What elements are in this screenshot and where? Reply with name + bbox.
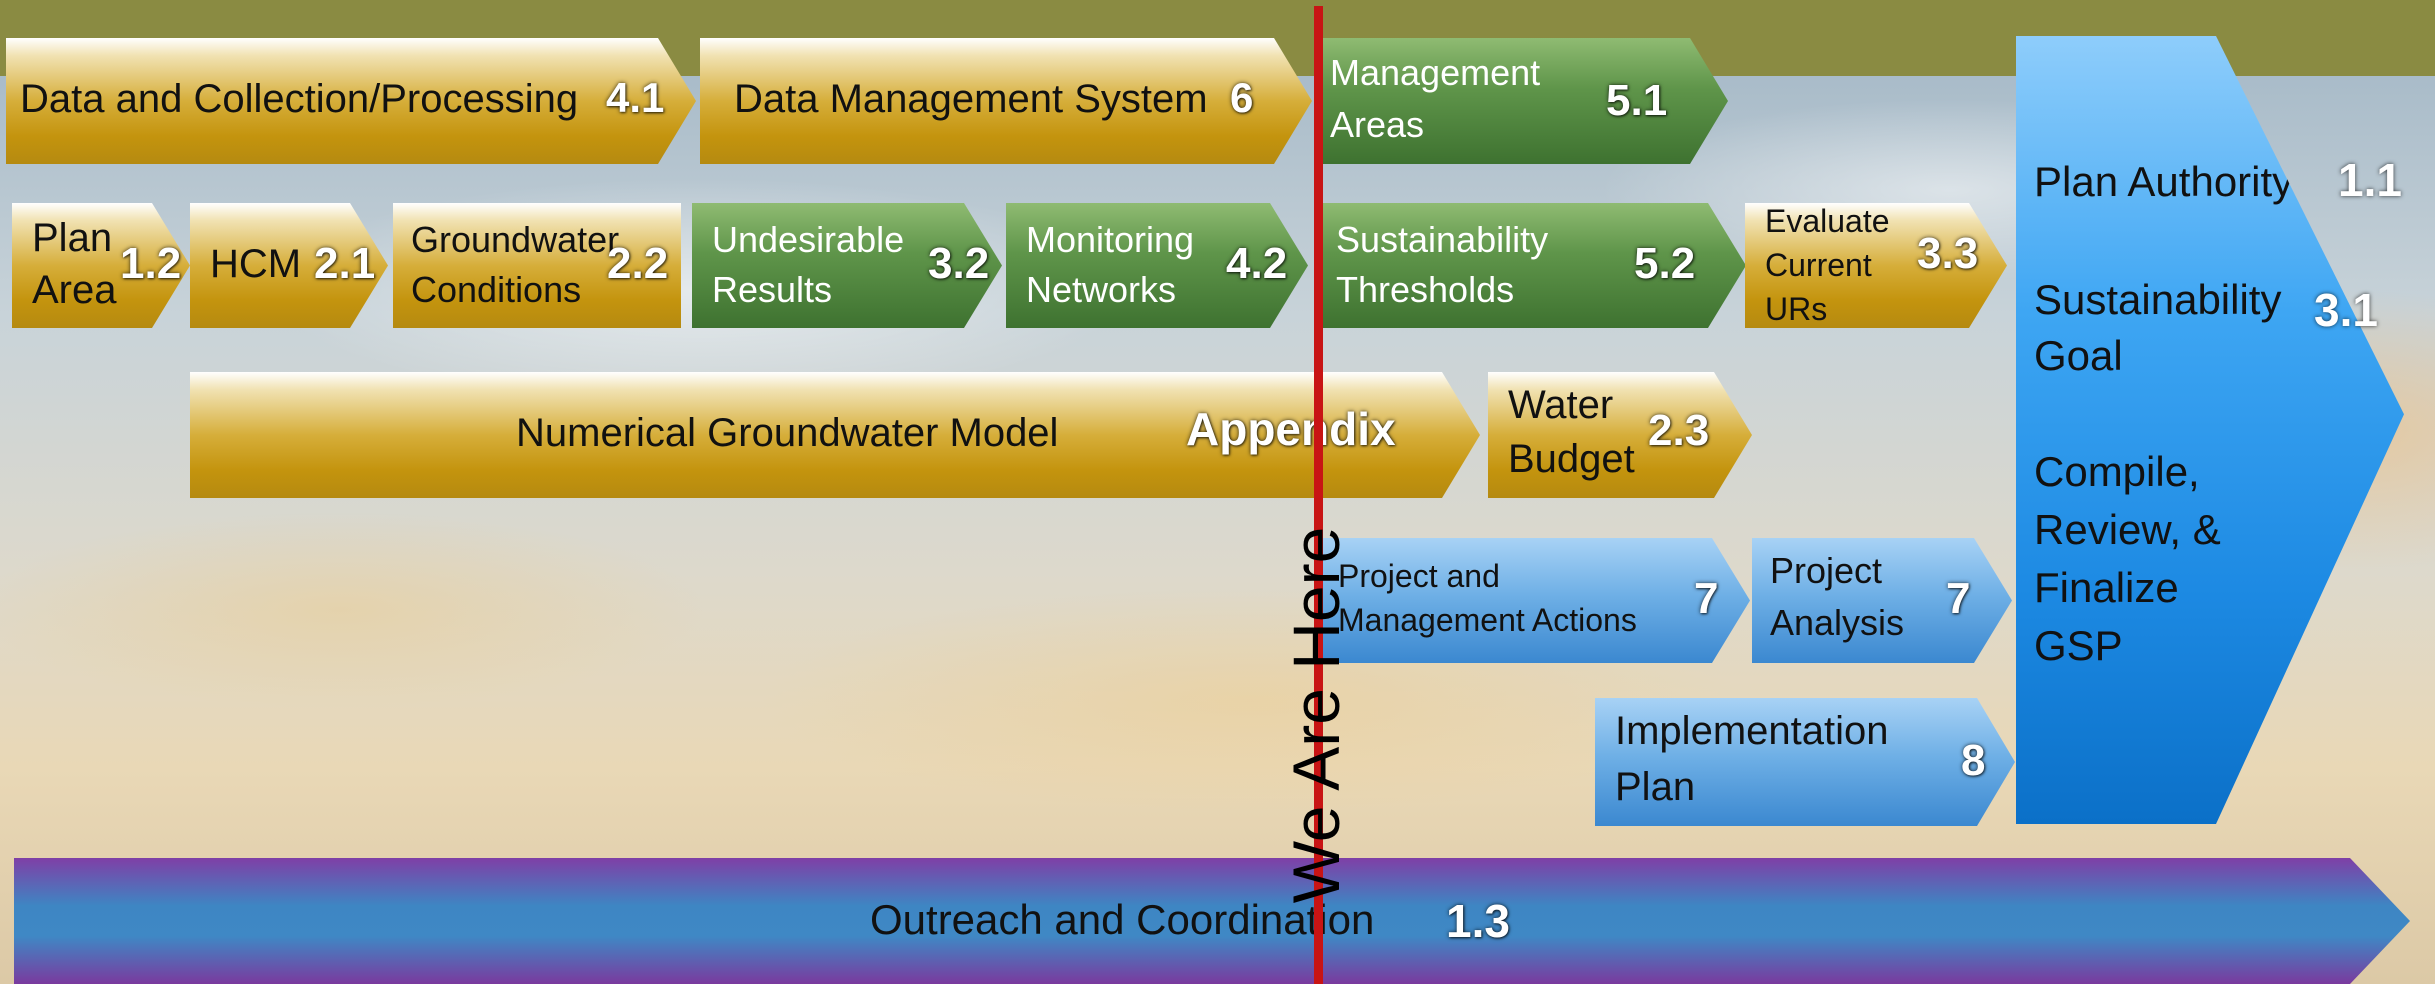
step-label-line2: Plan [1615,765,1696,809]
step-label-line1: Groundwater [411,219,620,260]
plan-authority-label: Plan Authority [2034,158,2294,205]
step-section: 5.2 [1634,239,1696,288]
step-label-line1: Plan [32,216,113,260]
step-section: 4.2 [1226,239,1288,288]
step-data-collection: Data and Collection/Processing 4.1 [6,38,696,164]
step-project-management-actions: Project and Management Actions 7 [1322,538,1750,663]
step-evaluate-current-urs: Evaluate Current URs 3.3 [1745,203,2007,328]
step-section: 2.3 [1648,406,1710,455]
step-water-budget: Water Budget 2.3 [1488,372,1752,498]
step-label-line1: Undesirable [712,219,905,260]
step-undesirable-results: Undesirable Results 3.2 [692,203,1002,328]
step-label-line2: Networks [1026,269,1177,310]
step-label-line2: Areas [1330,104,1425,145]
step-groundwater-conditions: Groundwater Conditions 2.2 [393,203,681,328]
step-label-line1: Implementation [1615,709,1889,753]
step-label: Outreach and Coordination [870,896,1375,943]
step-numerical-groundwater-model: Numerical Groundwater Model Appendix [190,372,1480,498]
step-label-line2: Results [712,269,833,310]
step-plan-area: Plan Area 1.2 [12,203,190,328]
step-section: Appendix [1186,403,1396,455]
compile-line4: GSP [2034,622,2123,669]
step-label-line1: Management [1330,52,1541,93]
step-section: 3.2 [928,239,990,288]
step-outreach-coordination: Outreach and Coordination 1.3 [14,858,2410,984]
step-implementation-plan: Implementation Plan 8 [1595,698,2015,826]
step-section: 2.1 [314,239,376,288]
compile-line3: Finalize [2034,564,2179,611]
step-section: 5.1 [1606,76,1668,125]
step-section: 4.1 [606,74,665,121]
step-label-line2: Conditions [411,269,582,310]
step-section: 8 [1961,736,1986,785]
step-label-line1: Project and [1338,558,1500,594]
step-monitoring-networks: Monitoring Networks 4.2 [1006,203,1308,328]
step-section: 3.3 [1917,229,1979,278]
step-label-line2: Management Actions [1338,602,1637,638]
step-label: HCM [210,242,302,286]
progress-marker-line [1314,6,1323,984]
step-data-management: Data Management System 6 [700,38,1312,164]
sustainability-goal-line2: Goal [2034,332,2123,379]
step-label-line1: Evaluate [1765,203,1890,239]
step-label: Data and Collection/Processing [20,77,579,121]
step-label: Data Management System [734,77,1208,121]
step-sustainability-thresholds: Sustainability Thresholds 5.2 [1322,203,1746,328]
step-project-analysis: Project Analysis 7 [1752,538,2012,663]
step-label-line1: Sustainability [1336,219,1549,260]
progress-marker: We Are Here [1236,455,1396,975]
sustainability-goal-line1: Sustainability [2034,276,2282,323]
step-label-line2: Budget [1508,437,1635,481]
step-label-line1: Project [1770,550,1883,591]
step-label-line2: Area [32,268,117,312]
compile-line2: Review, & [2034,506,2221,553]
step-section: 1.2 [120,239,182,288]
step-label-line2: Current [1765,247,1872,283]
step-section: 7 [1694,574,1719,623]
step-label-line2: Thresholds [1336,269,1515,310]
step-label-line2: Analysis [1770,602,1905,643]
step-label-line1: Monitoring [1026,219,1195,260]
step-section: 2.2 [607,239,669,288]
step-label-line3: URs [1765,291,1828,327]
progress-marker-label: We Are Here [1279,526,1353,904]
step-management-areas: Management Areas 5.1 [1322,38,1728,164]
step-section: 7 [1946,574,1971,623]
step-hcm: HCM 2.1 [190,203,388,328]
step-label-line1: Water [1508,383,1614,427]
compile-line1: Compile, [2034,448,2200,495]
step-section: 1.3 [1446,895,1510,947]
plan-authority-section: 1.1 [2338,154,2402,206]
sustainability-goal-section: 3.1 [2314,284,2378,336]
step-section: 6 [1230,74,1254,121]
step-label: Numerical Groundwater Model [516,411,1059,455]
